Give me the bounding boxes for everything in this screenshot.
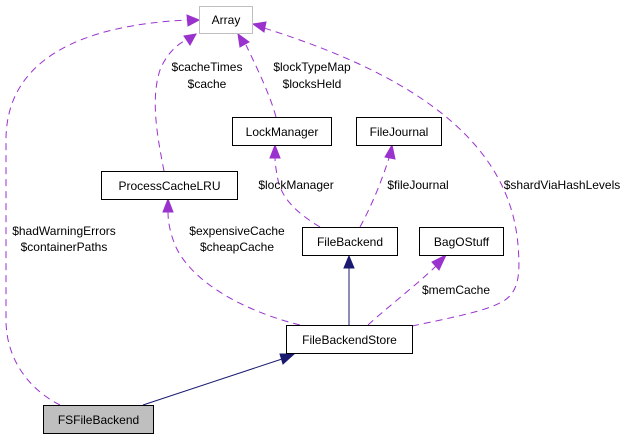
- node-label: LockManager: [246, 125, 319, 139]
- edge-label: $cacheTimes: [172, 60, 243, 74]
- arrowhead: [343, 254, 355, 269]
- node-processcachelru[interactable]: ProcessCacheLRU: [101, 171, 238, 200]
- node-fsfilebackend[interactable]: FSFileBackend: [43, 405, 154, 434]
- edge-filebackendstore-to-array: $shardViaHashLevels: [251, 21, 621, 327]
- arrowhead: [251, 21, 267, 33]
- arrowhead: [279, 353, 296, 365]
- edge-filebackendstore-to-bagostuff: $memCache: [367, 253, 490, 326]
- node-filebackend[interactable]: FileBackend: [302, 227, 398, 256]
- node-label: BagOStuff: [434, 235, 490, 249]
- edge-lockmanager-to-array: $lockTypeMap $locksHeld: [237, 32, 351, 118]
- arrowhead: [237, 32, 250, 48]
- edge-filebackendstore-extends-filebackend: [343, 254, 355, 325]
- edge-label: $lockManager: [258, 178, 333, 192]
- edge-line: [167, 211, 301, 326]
- edge-filebackend-to-lockmanager: $lockManager: [258, 143, 334, 228]
- edge-processcachelru-to-array: $cacheTimes $cache: [154, 33, 243, 172]
- edge-filebackend-to-filejournal: $fileJournal: [359, 143, 449, 228]
- edge-line: [245, 44, 277, 118]
- edge-fsfilebackend-to-array: $hadWarningErrors $containerPaths: [5, 14, 201, 406]
- edge-label: $fileJournal: [387, 178, 448, 192]
- arrowhead: [162, 197, 174, 213]
- arrowhead: [431, 253, 448, 271]
- node-lockmanager[interactable]: LockManager: [232, 117, 332, 146]
- arrowhead: [384, 143, 396, 160]
- edge-label: $lockTypeMap: [273, 60, 351, 74]
- node-label: Array: [212, 13, 241, 27]
- edge-label: $memCache: [422, 283, 490, 297]
- edge-label: $containerPaths: [21, 240, 108, 254]
- node-label: FileJournal: [370, 125, 429, 139]
- node-label: FileBackendStore: [302, 333, 397, 347]
- edge-label: $locksHeld: [283, 77, 342, 91]
- edge-line: [263, 27, 520, 327]
- edge-label: $hadWarningErrors: [12, 224, 116, 238]
- edge-label: $cheapCache: [200, 240, 274, 254]
- edge-line: [142, 358, 283, 406]
- arrowhead: [186, 14, 201, 27]
- edge-line: [5, 19, 189, 406]
- node-filejournal[interactable]: FileJournal: [356, 117, 442, 146]
- node-bagostuff[interactable]: BagOStuff: [419, 227, 504, 256]
- edge-label: $shardViaHashLevels: [504, 178, 621, 192]
- node-label: FileBackend: [317, 235, 383, 249]
- edge-line: [359, 157, 390, 228]
- arrowhead: [183, 33, 197, 46]
- node-filebackendstore[interactable]: FileBackendStore: [286, 325, 413, 354]
- node-label: ProcessCacheLRU: [118, 179, 220, 193]
- edge-filebackendstore-to-processcachelru: $expensiveCache $cheapCache: [162, 197, 301, 326]
- edge-line: [274, 156, 321, 228]
- edge-label: $cache: [188, 77, 227, 91]
- node-array[interactable]: Array: [199, 6, 253, 34]
- edge-line: [154, 39, 187, 172]
- edge-fsfilebackend-extends-filebackendstore: [142, 353, 296, 406]
- edge-label: $expensiveCache: [189, 224, 285, 238]
- arrowhead: [269, 143, 281, 159]
- node-label: FSFileBackend: [58, 413, 139, 427]
